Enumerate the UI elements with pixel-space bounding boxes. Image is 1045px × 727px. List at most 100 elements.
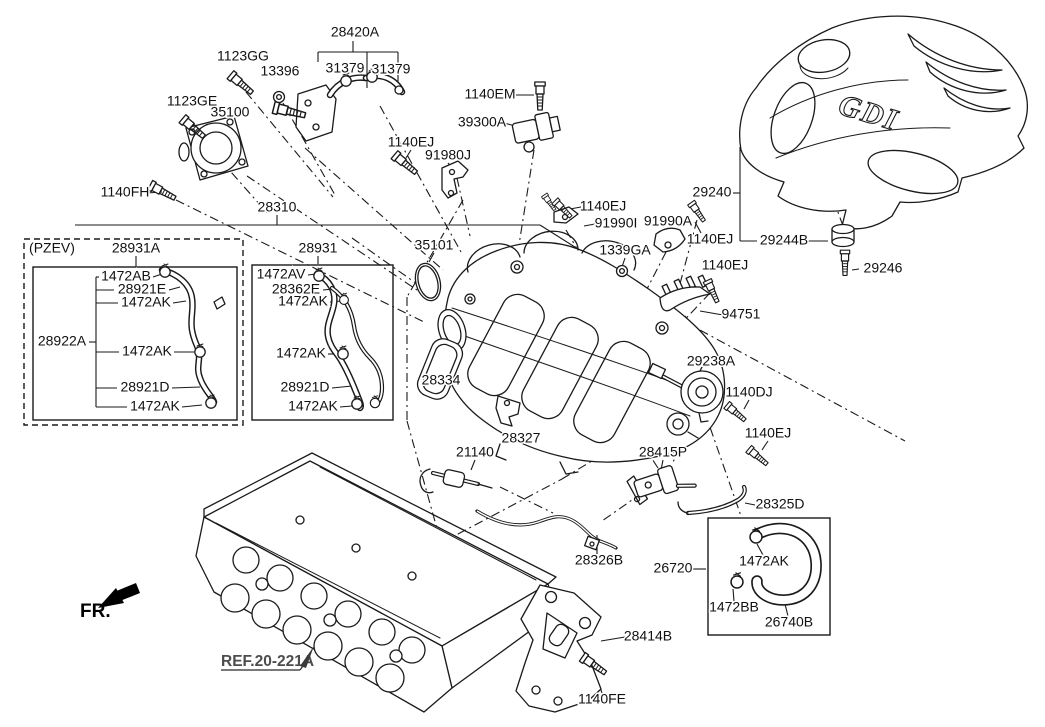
grommet-29244B	[831, 223, 855, 248]
part-label-pzev: (PZEV)	[29, 240, 75, 256]
leader-line	[732, 588, 735, 602]
part-label-1140ej: 1140EJ	[687, 231, 733, 247]
leader-line-dashed	[440, 478, 563, 544]
part-label-28420a: 28420A	[331, 24, 380, 40]
engine-cover: GDI	[739, 15, 1029, 230]
part-label-28931: 28931	[299, 240, 338, 256]
leader-line-dashed	[175, 199, 425, 323]
part-label-28325d: 28325D	[755, 496, 804, 512]
part-label-28334: 28334	[422, 372, 461, 388]
leader-line	[851, 268, 860, 271]
nut-icon	[272, 90, 286, 104]
part-label-1472ab: 1472AB	[101, 268, 151, 284]
gasket-28334	[416, 338, 464, 400]
leader-line	[331, 385, 353, 389]
part-label-1140ej: 1140EJ	[745, 425, 791, 441]
intake-manifold	[437, 230, 726, 475]
box-28931	[251, 264, 394, 421]
leader-line	[761, 440, 769, 451]
part-label-1472ak: 1472AK	[739, 553, 789, 569]
part-label-1123gg: 1123GG	[217, 48, 269, 64]
bolt-icon	[390, 150, 420, 178]
fr-direction-indicator: FR.	[80, 583, 140, 622]
hose-clamp-icon	[159, 263, 171, 278]
part-label-1140dj: 1140DJ	[725, 384, 772, 400]
part-label-1472ak: 1472AK	[122, 343, 172, 359]
leader-line	[756, 543, 764, 556]
hose-set-28931	[313, 267, 385, 412]
bolt-icon	[723, 400, 749, 425]
leader-line-dashed	[245, 91, 334, 198]
solenoid-valve-28415P	[626, 465, 697, 506]
part-label-28921d: 28921D	[120, 379, 169, 395]
leader-line-dashed	[246, 175, 427, 297]
leader-line-dashed	[282, 102, 336, 196]
tube-28326B	[475, 509, 618, 551]
leader-line	[699, 310, 724, 316]
bolt-icon	[745, 444, 771, 469]
map-sensor-39300A	[511, 111, 561, 153]
leader-line-dashed	[304, 147, 444, 271]
leader-line	[405, 149, 412, 159]
part-label-21140: 21140	[456, 444, 494, 460]
box-26740	[707, 517, 831, 636]
part-label-26720: 26720	[654, 560, 693, 576]
part-label-1339ga: 1339GA	[599, 242, 651, 258]
fr-label: FR.	[80, 601, 111, 622]
part-label-28921e: 28921E	[118, 281, 166, 297]
hose-28325D	[677, 484, 747, 516]
bracket-91980J	[441, 160, 469, 199]
leader-line-dashed	[406, 420, 442, 544]
part-label-29246: 29246	[864, 260, 903, 276]
leader-line	[339, 405, 353, 408]
bolt-icon	[147, 179, 179, 204]
part-label-1140ej: 1140EJ	[388, 134, 434, 150]
part-label-91990i: 91990I	[595, 215, 638, 231]
part-label-28921d: 28921D	[280, 379, 329, 395]
leader-line	[171, 386, 201, 389]
part-label-28931a: 28931A	[112, 240, 161, 256]
part-label-1472bb: 1472BB	[709, 599, 759, 615]
purge-control-valve-29238A	[647, 362, 724, 423]
bracket-28414B	[515, 584, 602, 713]
hose-clamp-icon	[369, 395, 381, 409]
hose-clamp-icon	[337, 345, 349, 360]
leader-line-dashed	[499, 486, 554, 514]
hose-clamp-icon	[730, 572, 744, 589]
leader-line	[181, 404, 203, 408]
part-label-1140fe: 1140FE	[578, 691, 626, 707]
part-label-28922a: 28922A	[38, 333, 87, 349]
part-label-1140fh: 1140FH	[101, 184, 150, 200]
part-label-28414b: 28414B	[624, 628, 672, 644]
group-boxes-layer	[23, 238, 831, 636]
part-label-31379: 31379	[326, 60, 365, 76]
leader-line-dashed	[649, 302, 906, 442]
part-label-28327: 28327	[502, 430, 541, 446]
ref-label: REF.20-221A	[221, 653, 314, 670]
pzev-hose-set	[158, 263, 226, 409]
fr-arrow-icon	[114, 583, 140, 601]
ref-arrow-icon	[300, 646, 314, 668]
part-label-1123ge: 1123GE	[167, 93, 217, 109]
part-label-28326b: 28326B	[575, 552, 623, 568]
leader-line	[172, 300, 187, 304]
part-label-1140ej: 1140EJ	[702, 257, 748, 273]
part-label-13396: 13396	[261, 63, 300, 79]
leader-line	[168, 286, 181, 291]
part-label-1140em: 1140EM	[464, 86, 515, 102]
part-label-29238a: 29238A	[687, 353, 736, 369]
part-label-26740b: 26740B	[765, 614, 813, 630]
bolt-icon	[226, 70, 256, 98]
hose-26740B	[730, 522, 822, 606]
part-label-35101: 35101	[415, 237, 454, 253]
leader-line	[743, 399, 750, 410]
part-label-35100: 35100	[211, 104, 250, 120]
part-label-91990a: 91990A	[644, 213, 693, 229]
part-label-1140ej: 1140EJ	[580, 198, 626, 214]
pcv-pipe-assembly-28420A	[295, 68, 406, 142]
part-label-1472ak: 1472AK	[276, 345, 326, 361]
bracket-94751	[659, 274, 711, 312]
pzev-outer-box	[23, 238, 244, 426]
part-label-29244b: 29244B	[760, 232, 808, 248]
